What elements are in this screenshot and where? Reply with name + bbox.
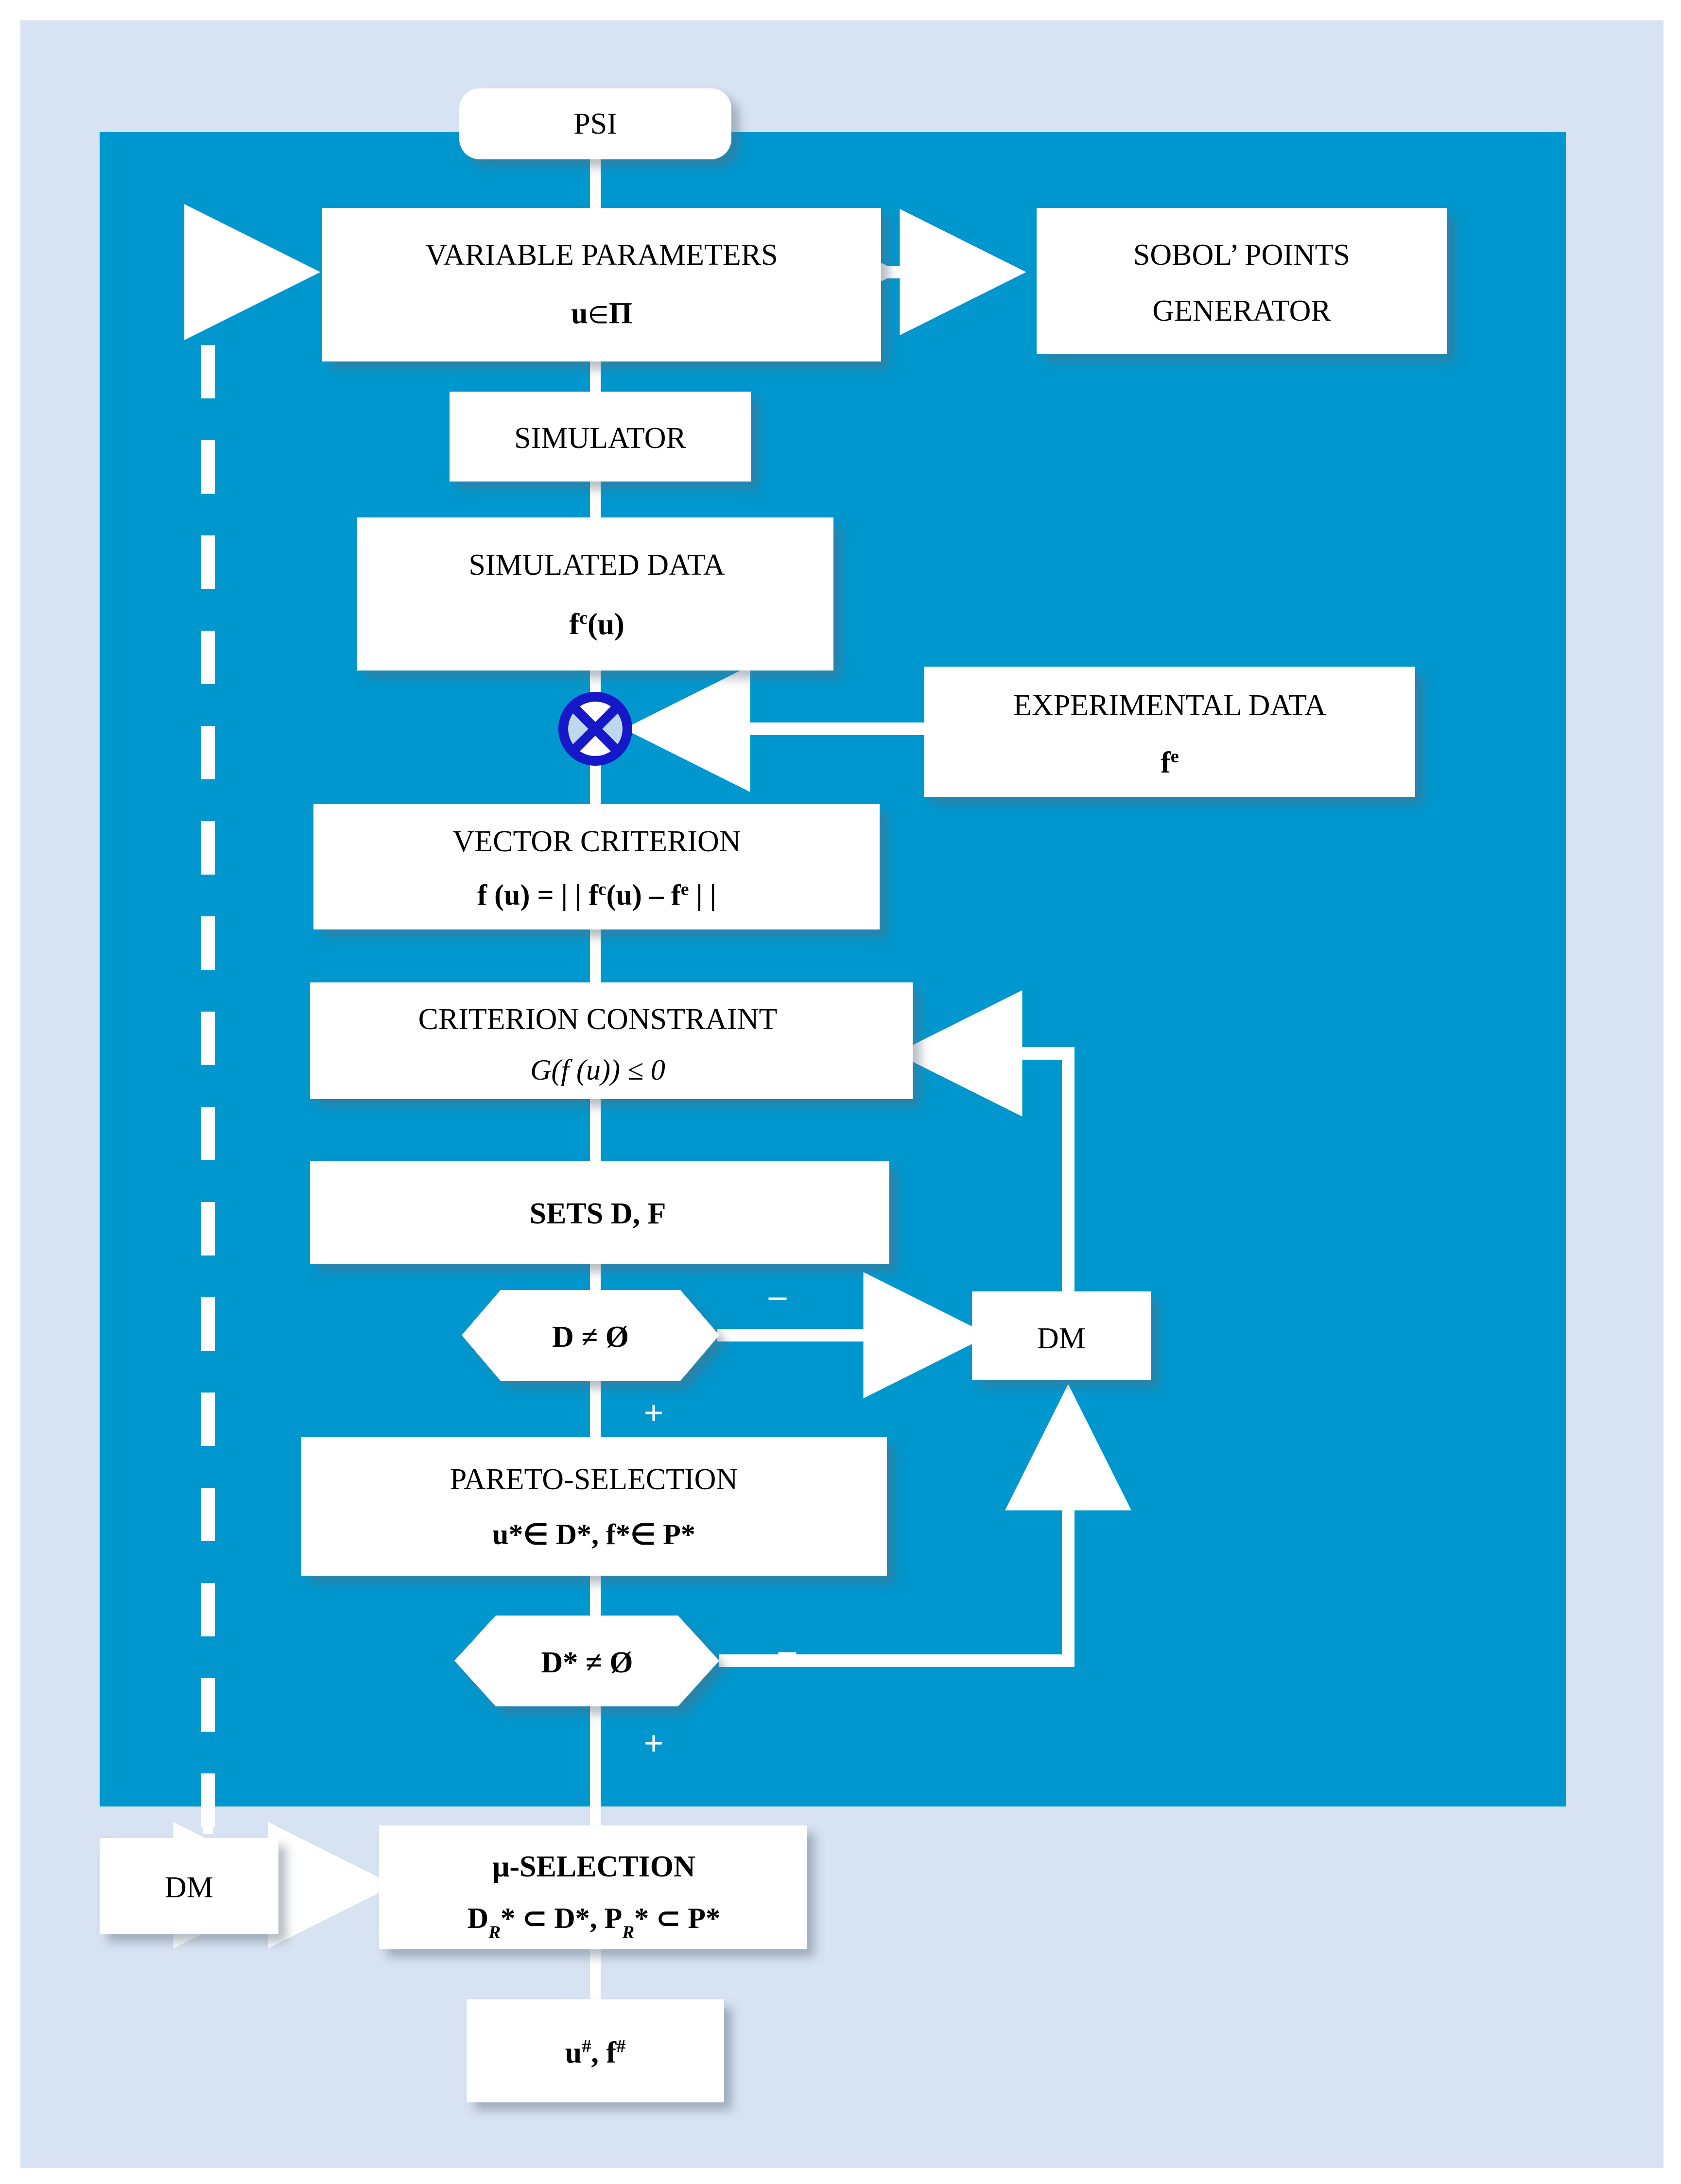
node-simulator[interactable]: SIMULATOR <box>450 392 751 482</box>
variable-parameters-line1: VARIABLE PARAMETERS <box>425 239 778 272</box>
experimental-data-box[interactable] <box>924 667 1415 797</box>
vector-criterion-line1: VECTOR CRITERION <box>452 825 741 858</box>
decision-dstar-hexagon[interactable] <box>454 1616 719 1706</box>
criterion-constraint-line1: CRITERION CONSTRAINT <box>418 1003 778 1036</box>
decision-dstar-label: D* ≠ Ø <box>541 1646 633 1679</box>
result-p0: u <box>565 2036 582 2069</box>
mu-selection-p4: * ⊂ P* <box>634 1902 720 1934</box>
result-box[interactable] <box>467 1999 724 2102</box>
experimental-data-line1: EXPERIMENTAL DATA <box>1013 689 1326 722</box>
sobol-generator-line2: GENERATOR <box>1152 294 1331 327</box>
mu-selection-p3: R <box>622 1923 634 1943</box>
node-variable-parameters[interactable]: VARIABLE PARAMETERS u∈Π <box>322 208 881 361</box>
variable-parameters-line2: u∈Π <box>571 297 632 330</box>
mu-selection-box[interactable] <box>379 1825 807 1949</box>
sets-label: SETS D, F <box>530 1197 666 1230</box>
simulated-data-arg: (u) <box>588 608 624 641</box>
node-simulated-data[interactable]: SIMULATED DATA fc(u) <box>357 517 833 671</box>
node-psi[interactable]: PSI <box>459 88 731 159</box>
simulated-data-box[interactable] <box>357 517 833 671</box>
simulated-data-line2: fc(u) <box>569 608 624 641</box>
decision-dstar-negative-label: – <box>778 1631 797 1669</box>
variable-parameters-u: u <box>571 297 588 330</box>
experimental-data-line2: fe <box>1161 746 1179 779</box>
node-result[interactable]: u#, f# <box>467 1999 724 2102</box>
edge-feedback-dashed <box>184 204 321 1827</box>
node-sobol-generator[interactable]: SOBOL’ POINTS GENERATOR <box>1037 208 1447 354</box>
sobol-generator-line1: SOBOL’ POINTS <box>1133 239 1350 272</box>
dm-lower-box[interactable] <box>100 1838 278 1934</box>
node-pareto-selection[interactable]: PARETO-SELECTION u*∈ D*, f*∈ P* <box>301 1437 887 1576</box>
node-dm-lower[interactable]: DM <box>100 1838 278 1934</box>
variable-parameters-box[interactable] <box>322 208 881 361</box>
node-criterion-constraint[interactable]: CRITERION CONSTRAINT G(f (u)) ≤ 0 <box>310 982 913 1099</box>
criterion-constraint-box[interactable] <box>310 982 913 1099</box>
merge-ring <box>558 692 632 766</box>
vector-criterion-box[interactable] <box>313 804 880 929</box>
experimental-data-f: f <box>1161 746 1171 779</box>
vector-criterion-p4: | | <box>689 879 716 911</box>
vector-criterion-p0: f (u) = | | f <box>477 879 599 911</box>
node-merge[interactable] <box>558 692 632 766</box>
result-p2: , f <box>591 2036 617 2069</box>
mu-selection-p1: R <box>488 1923 501 1943</box>
node-decision-d[interactable]: D ≠ Ø – + <box>462 1276 787 1432</box>
vector-criterion-p1: c <box>598 879 607 899</box>
decision-d-positive-label: + <box>643 1393 663 1432</box>
merge-cross-overlay-icon <box>569 702 622 756</box>
simulated-data-f: f <box>569 608 580 641</box>
decision-d-label: D ≠ Ø <box>552 1321 629 1354</box>
result-p1: # <box>582 2036 591 2057</box>
dm-upper-label: DM <box>1037 1322 1086 1355</box>
simulator-label: SIMULATOR <box>514 422 686 455</box>
node-decision-dstar[interactable]: D* ≠ Ø – + <box>454 1616 797 1763</box>
sets-box[interactable] <box>310 1161 889 1264</box>
simulator-box[interactable] <box>450 392 751 482</box>
result-label: u#, f# <box>565 2036 626 2069</box>
dm-upper-box[interactable] <box>972 1291 1151 1380</box>
experimental-data-sup: e <box>1171 746 1179 767</box>
node-mu-selection[interactable]: μ-SELECTION DR* ⊂ D*, PR* ⊂ P* <box>379 1825 807 1949</box>
mu-selection-p0: D <box>468 1902 488 1934</box>
mu-selection-line2: DR* ⊂ D*, PR* ⊂ P* <box>468 1902 720 1943</box>
vector-criterion-p3: e <box>681 879 689 899</box>
result-p3: # <box>616 2036 625 2057</box>
edge-dm-upper-to-criterion-constraint <box>896 990 1074 1292</box>
dm-lower-label: DM <box>165 1871 213 1904</box>
variable-parameters-in: ∈ <box>588 302 609 328</box>
psi-label: PSI <box>573 107 617 140</box>
node-experimental-data[interactable]: EXPERIMENTAL DATA fe <box>924 667 1415 797</box>
node-vector-criterion[interactable]: VECTOR CRITERION f (u) = | | fc(u) – fe … <box>313 804 880 929</box>
connectors <box>173 155 1131 1999</box>
decision-d-hexagon[interactable] <box>462 1290 719 1381</box>
vector-criterion-p2: (u) – f <box>607 879 681 911</box>
simulated-data-line1: SIMULATED DATA <box>468 549 725 582</box>
mu-selection-p2: * ⊂ D*, P <box>501 1902 622 1934</box>
decision-d-negative-label: – <box>768 1276 787 1315</box>
mu-selection-line1: μ-SELECTION <box>492 1850 695 1883</box>
node-dm-upper[interactable]: DM <box>972 1291 1151 1380</box>
pareto-selection-line1: PARETO-SELECTION <box>450 1463 738 1496</box>
psi-box[interactable] <box>459 88 731 159</box>
simulated-data-sup: c <box>579 608 588 628</box>
edge-decision-dstar-to-dm-upper <box>719 1384 1131 1667</box>
pareto-selection-box[interactable] <box>301 1437 887 1576</box>
variable-parameters-pi: Π <box>609 297 632 330</box>
sobol-generator-box[interactable] <box>1037 208 1447 354</box>
node-sets[interactable]: SETS D, F <box>310 1161 889 1264</box>
criterion-constraint-formula: G(f (u)) ≤ 0 <box>530 1054 665 1086</box>
pareto-selection-line2: u*∈ D*, f*∈ P* <box>492 1518 695 1550</box>
decision-dstar-positive-label: + <box>643 1724 663 1763</box>
vector-criterion-formula: f (u) = | | fc(u) – fe | | <box>477 879 716 911</box>
